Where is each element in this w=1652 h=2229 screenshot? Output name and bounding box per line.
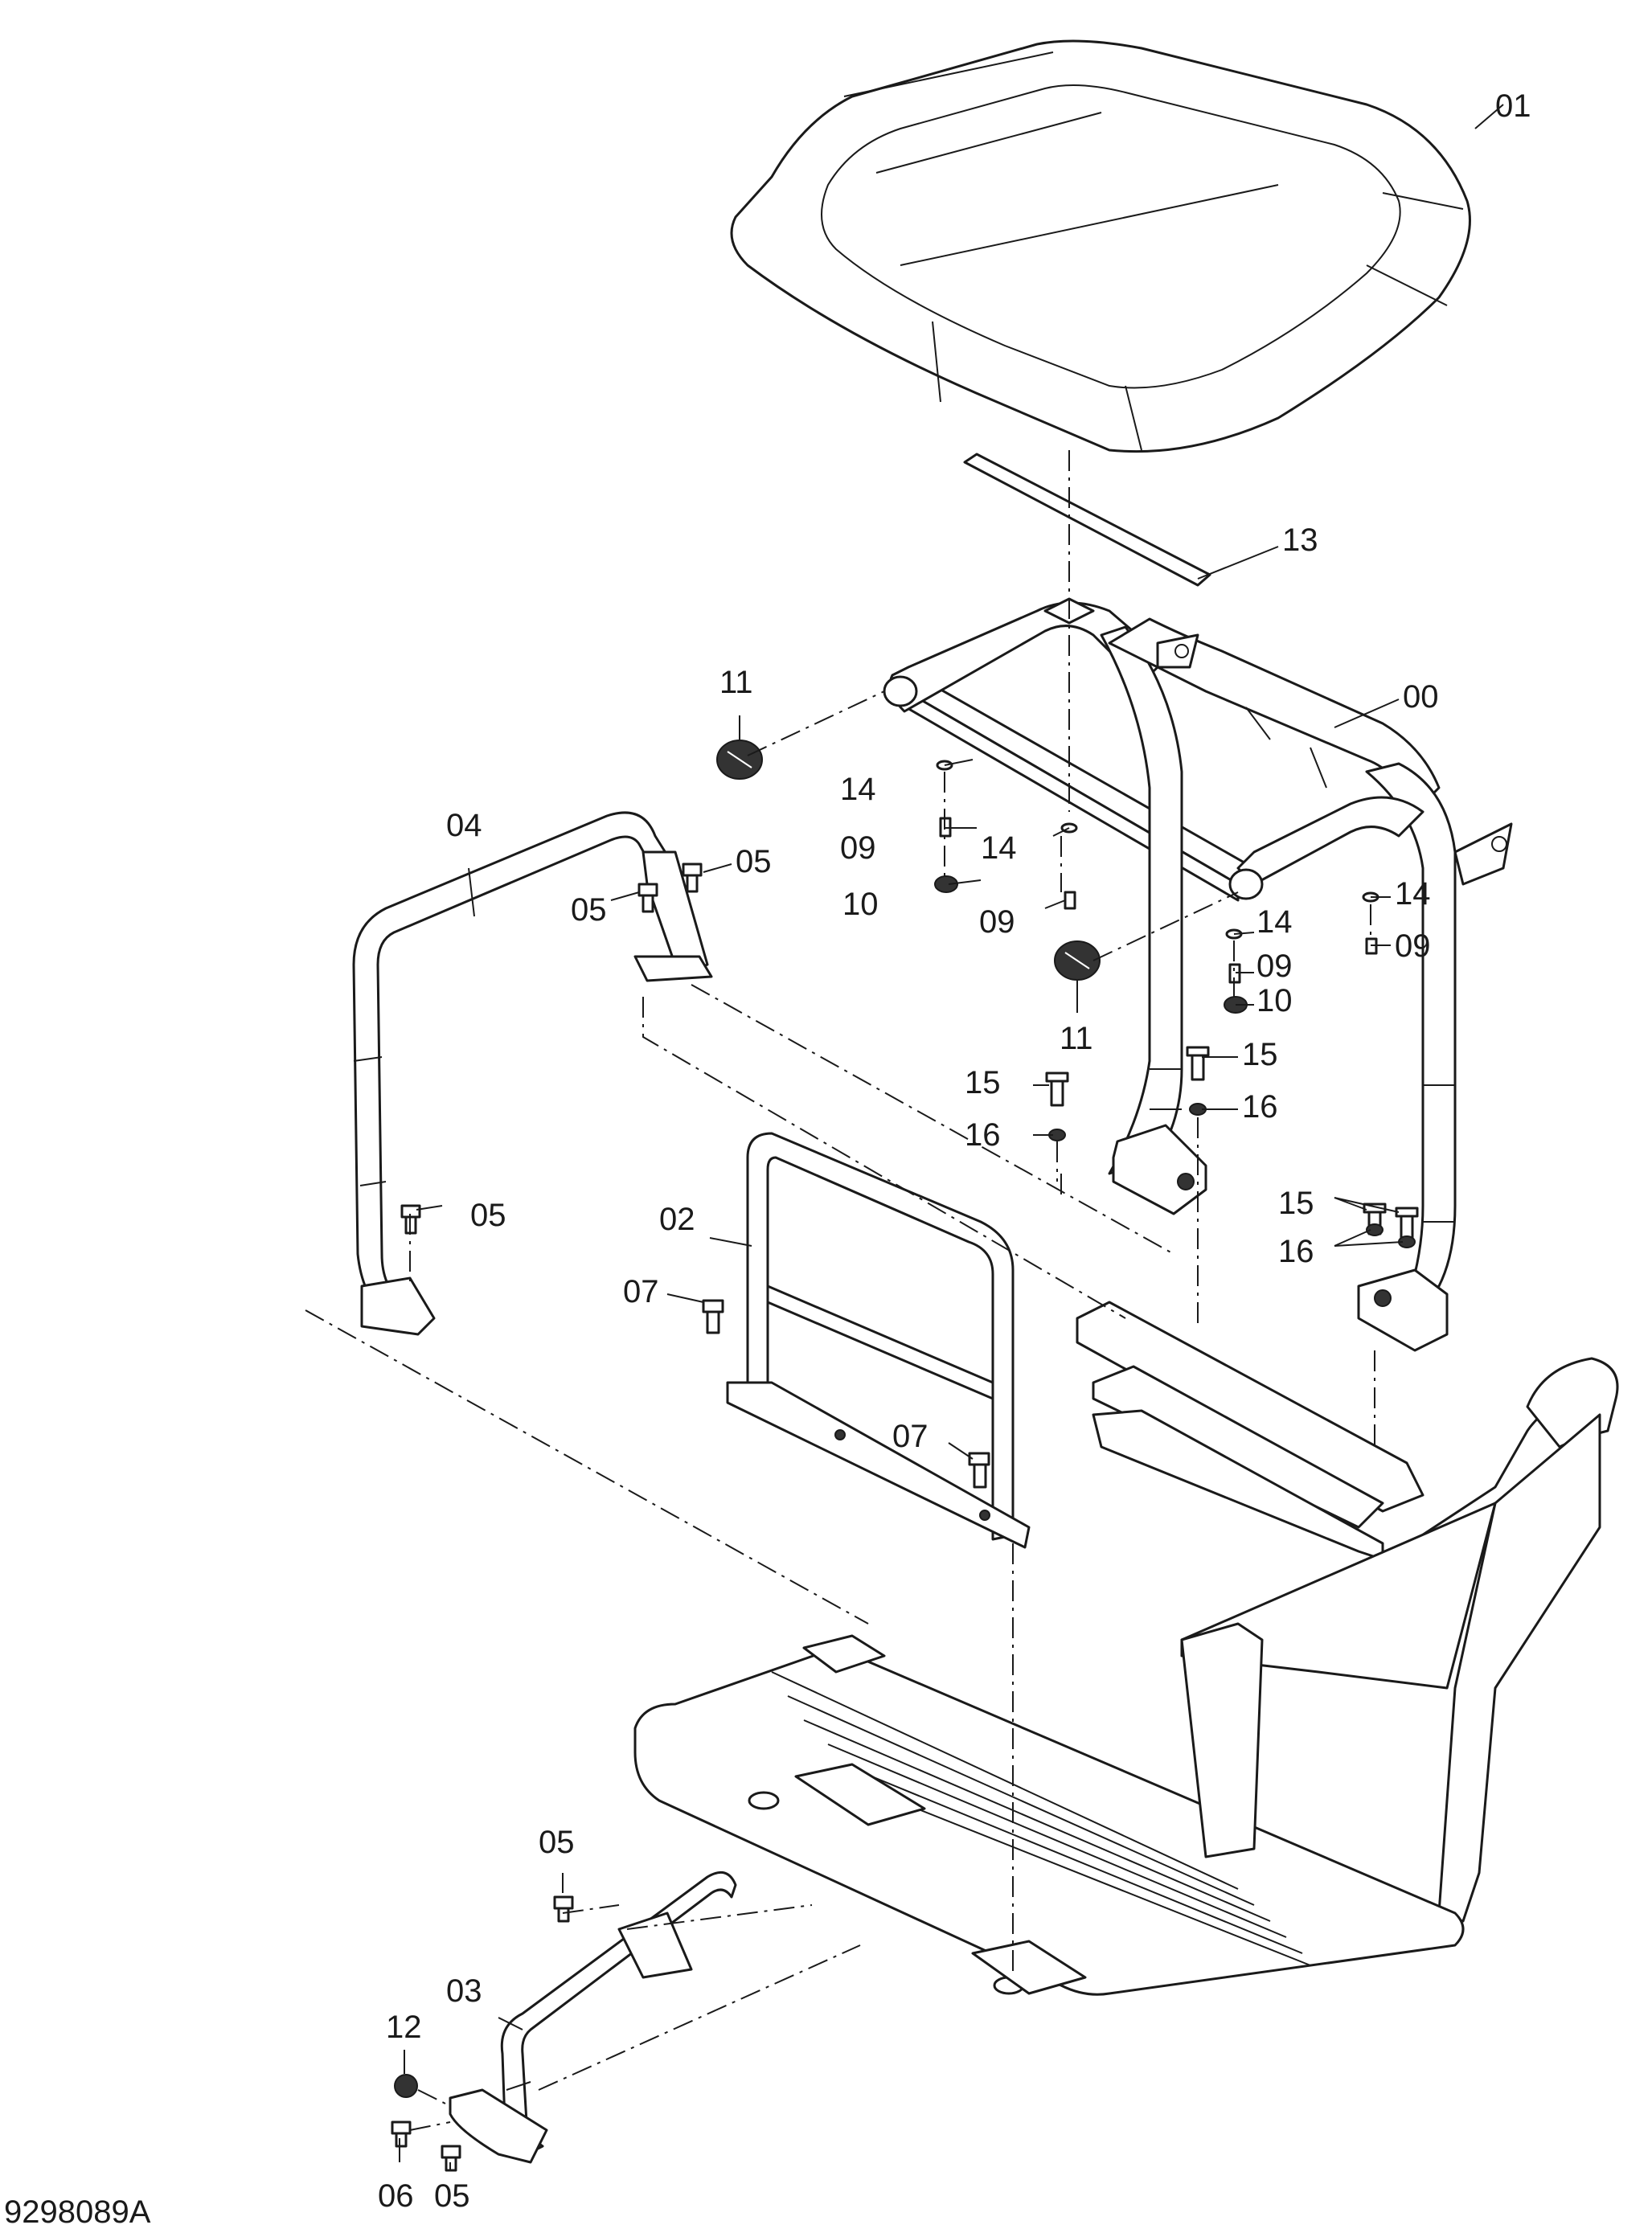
rops-frame [883, 597, 1513, 1352]
leader-lines [399, 104, 1504, 2170]
bolt-05-b [637, 883, 658, 913]
bolt-15-right-b [1395, 1207, 1419, 1239]
bushing-10-left [934, 875, 958, 893]
bolt-15-left [1045, 1071, 1069, 1107]
drawing-number: 9298089A [4, 2194, 151, 2229]
floor-plate [633, 1622, 1465, 1996]
callout-07-right: 07 [892, 1419, 928, 1454]
bolt-07-left [702, 1299, 724, 1334]
callout-10-right: 10 [1256, 983, 1293, 1018]
end-cap-left [716, 740, 763, 780]
callout-14-right-a: 14 [1256, 904, 1293, 940]
callout-labels: 01 13 00 11 11 14 14 14 14 09 09 09 09 1… [378, 88, 1531, 2214]
seal-strip [963, 453, 1211, 587]
base-frame [1076, 1301, 1619, 1923]
callout-11-left: 11 [719, 665, 753, 700]
callout-14-mid: 14 [981, 830, 1017, 866]
callout-09-left: 09 [840, 830, 876, 866]
callout-05-front-top: 05 [539, 1825, 575, 1860]
callout-11-right: 11 [1060, 1021, 1093, 1056]
callout-15-right: 15 [1278, 1186, 1314, 1221]
callout-15-mid: 15 [1242, 1037, 1278, 1072]
nut-12 [394, 2074, 418, 2098]
callout-14-right-b: 14 [1395, 876, 1431, 912]
callout-09-right-b: 09 [1395, 928, 1431, 964]
callout-03: 03 [446, 1973, 482, 2009]
callout-01: 01 [1495, 88, 1531, 124]
stud-09-right-a [1228, 963, 1241, 984]
callout-16-mid: 16 [1242, 1089, 1278, 1125]
stud-09-mid [1064, 891, 1076, 910]
bolt-05-a [682, 863, 703, 893]
callout-06: 06 [378, 2178, 414, 2214]
canopy-roof [730, 39, 1471, 453]
callout-09-right-a: 09 [1256, 949, 1293, 984]
callout-10-left: 10 [842, 887, 879, 922]
guard-rail-04 [352, 811, 713, 1336]
callout-05-rail-foot: 05 [470, 1198, 506, 1233]
guard-rail-03 [449, 1870, 737, 2164]
callout-05-rail-left: 05 [571, 892, 607, 928]
callout-14-left: 14 [840, 772, 876, 807]
callout-04: 04 [446, 808, 482, 843]
callout-12: 12 [386, 2010, 422, 2045]
end-cap-right [1054, 940, 1101, 981]
callout-16-left: 16 [965, 1117, 1001, 1153]
callout-05-rail-right: 05 [736, 844, 772, 879]
callout-15-left: 15 [965, 1065, 1001, 1100]
washer-16-right-a [1366, 1223, 1383, 1236]
bolt-05-e [553, 1895, 574, 1923]
bolt-06 [391, 2120, 412, 2148]
callout-05-front-bottom: 05 [434, 2178, 470, 2214]
assembly-lines [305, 450, 1375, 2131]
callout-07-left: 07 [623, 1274, 659, 1309]
rear-screen-02 [726, 1132, 1031, 1549]
bolt-07-right [968, 1452, 990, 1489]
callout-16-right: 16 [1278, 1234, 1314, 1269]
callout-13: 13 [1282, 522, 1318, 558]
callout-02: 02 [659, 1202, 695, 1237]
bolt-15-mid [1186, 1046, 1210, 1081]
callout-09-mid: 09 [979, 904, 1015, 940]
callout-00: 00 [1403, 679, 1439, 715]
